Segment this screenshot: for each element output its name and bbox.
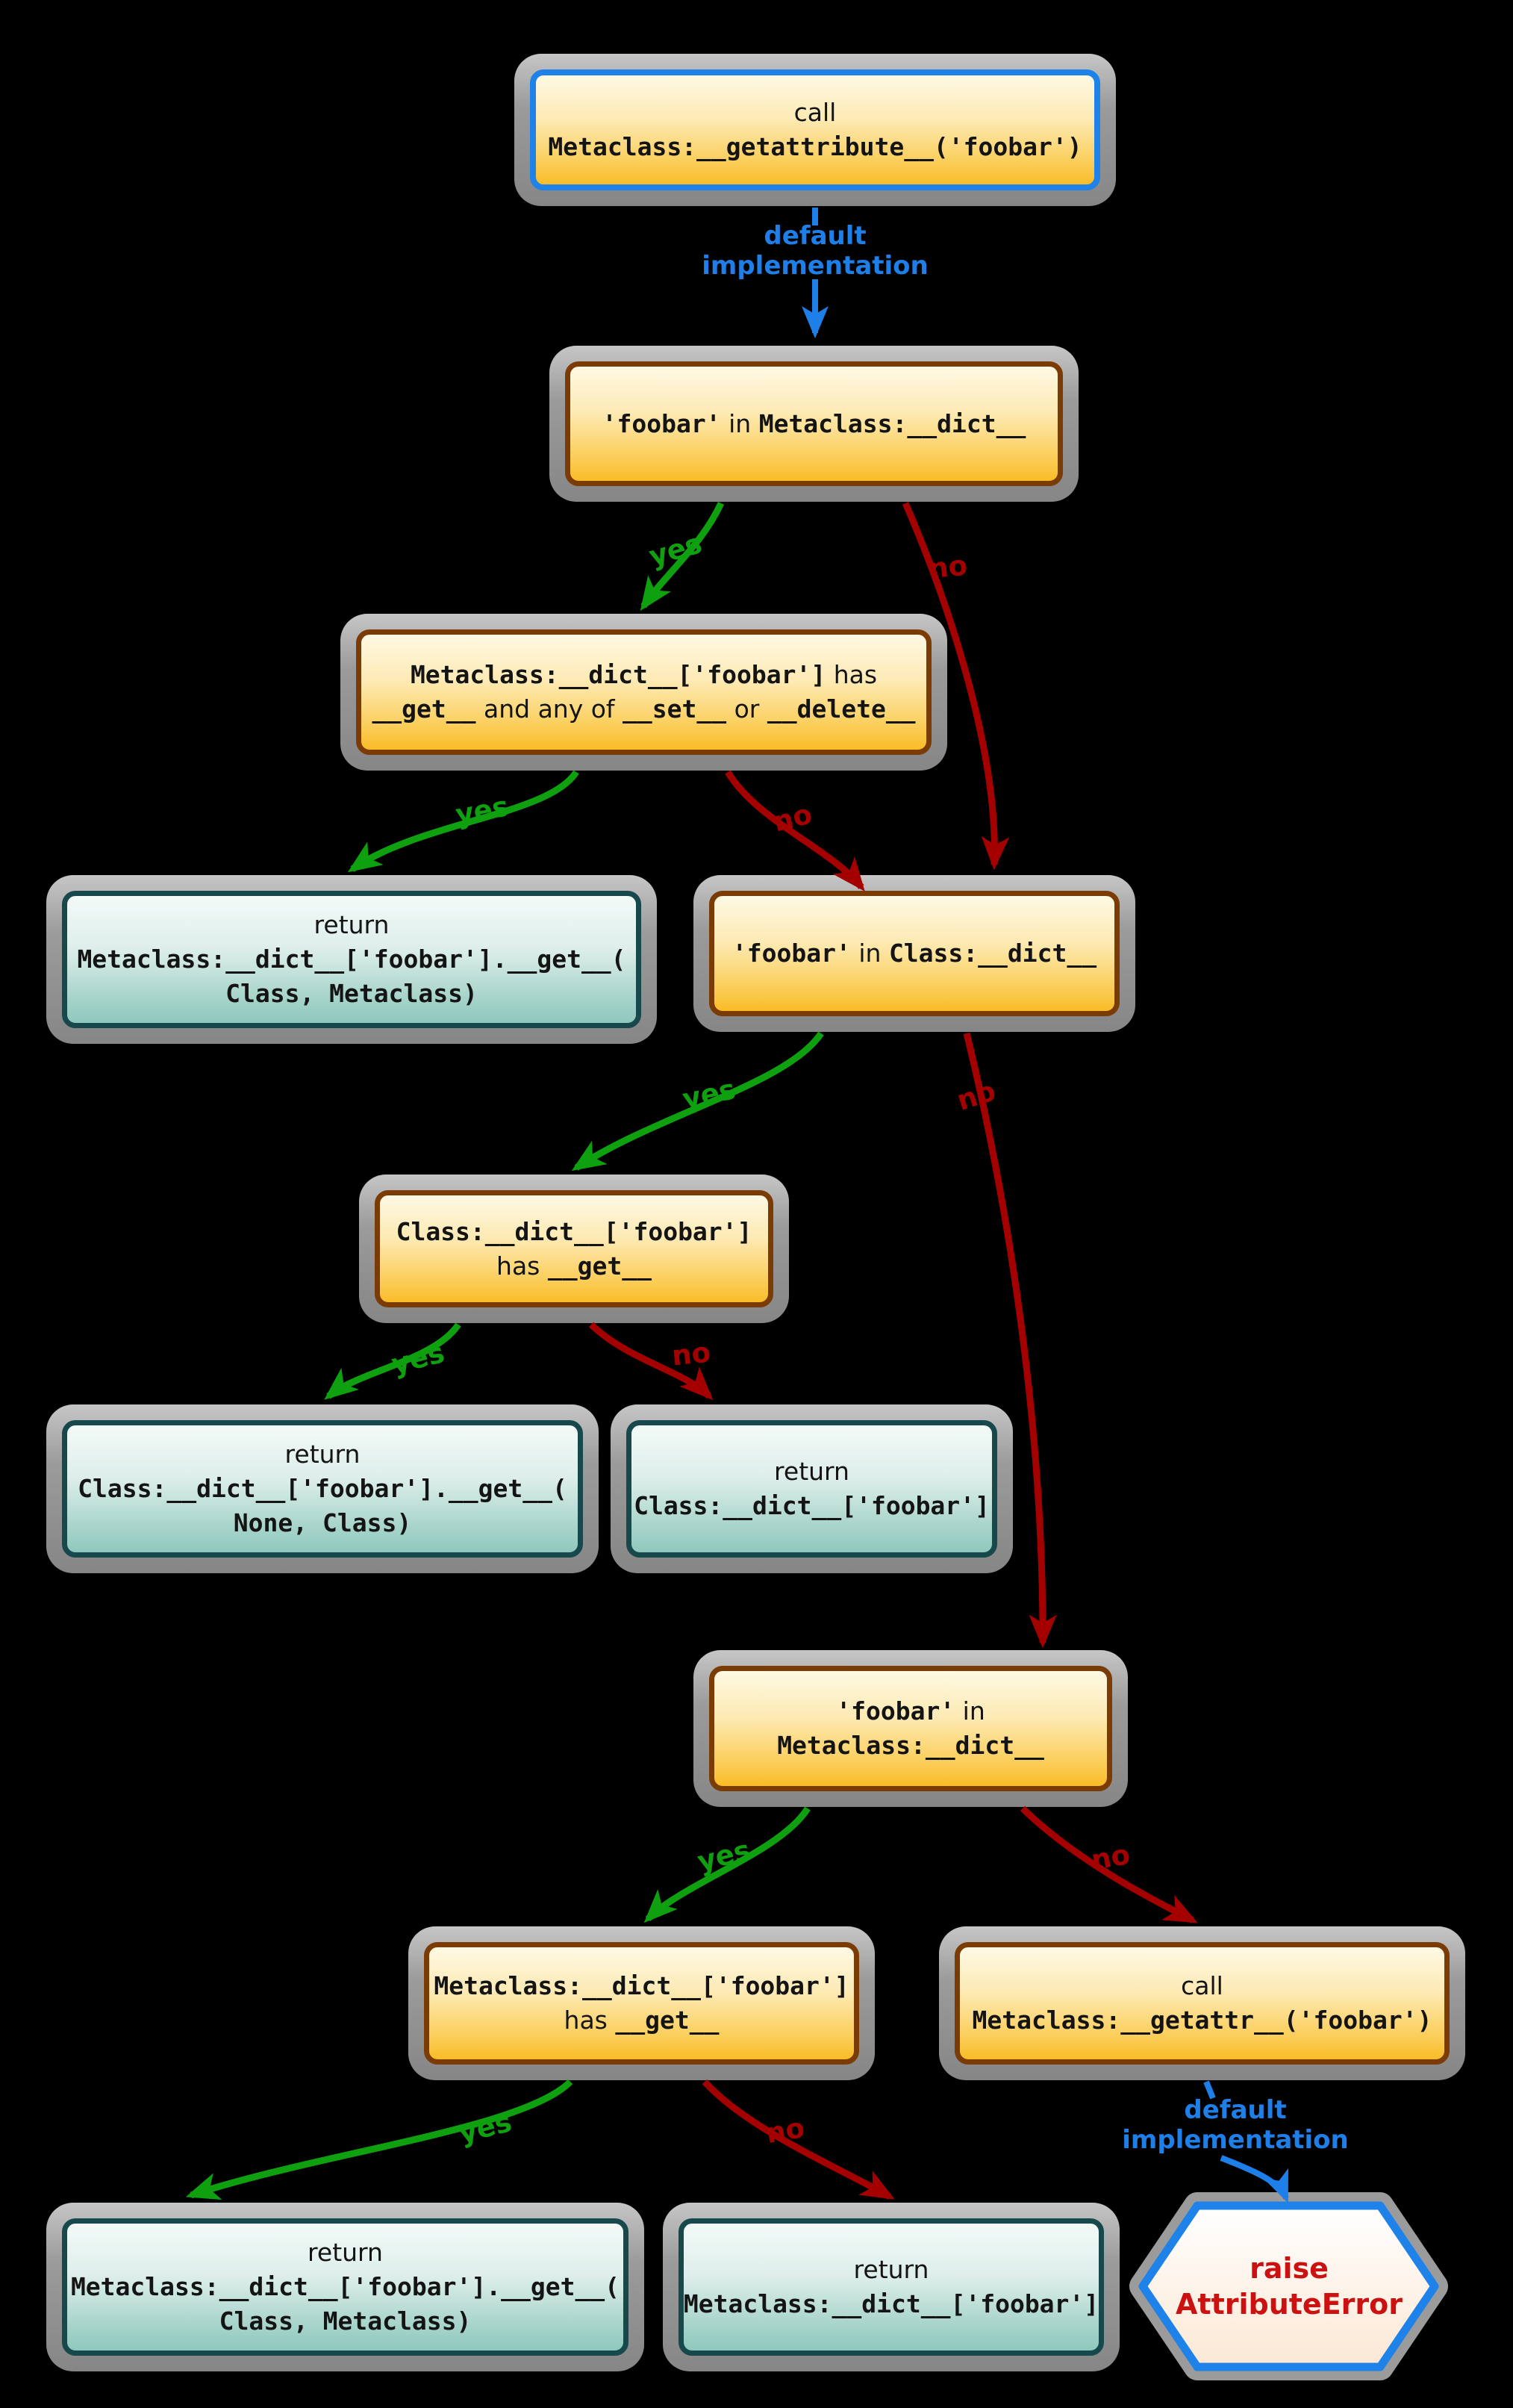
default-label-line2: implementation <box>702 251 929 281</box>
node-body: Metaclass:__dict__['foobar'] has __get__ <box>424 1942 859 2065</box>
code-text: Class:__dict__ <box>888 939 1097 968</box>
edge-label-yes: yes <box>694 1834 754 1878</box>
plain-text: return <box>313 910 390 939</box>
edge-yes-6 <box>185 2079 573 2200</box>
edge-label-no: no <box>670 1336 712 1372</box>
edge-label-no: no <box>763 2111 808 2150</box>
plain-text: or <box>726 694 767 724</box>
code-text: Class:__dict__['foobar'].__get__( <box>78 1474 567 1503</box>
plain-text: call <box>1181 1971 1223 2000</box>
node-return-metaclass-descriptor-get: return Metaclass:__dict__['foobar'].__ge… <box>46 2203 644 2371</box>
code-text: Metaclass:__dict__['foobar'] <box>410 660 826 689</box>
node-foobar-in-class-dict: 'foobar' in Class:__dict__ <box>693 875 1135 1032</box>
node-body: Metaclass:__dict__['foobar'] has __get__… <box>356 629 932 755</box>
code-text: __get__ <box>547 1251 652 1281</box>
edge-label-no: no <box>770 797 816 839</box>
code-text: Class:__dict__['foobar'] <box>396 1216 752 1246</box>
node-body: 'foobar' in Metaclass:__dict__ <box>565 361 1063 486</box>
code-text: __get__ <box>372 694 476 724</box>
plain-text: has <box>826 660 878 689</box>
edge-label-yes: yes <box>679 1073 739 1116</box>
node-body: return Metaclass:__dict__['foobar'] <box>678 2218 1104 2356</box>
code-text: Class:__dict__['foobar'] <box>634 1491 990 1520</box>
code-text: __set__ <box>623 694 727 724</box>
node-return-class-descriptor-get: return Class:__dict__['foobar'].__get__(… <box>46 1404 599 1573</box>
edge-label-default-implementation: default implementation <box>702 221 929 281</box>
node-call-getattribute: call Metaclass:__getattribute__('foobar'… <box>514 54 1116 206</box>
node-body: return Class:__dict__['foobar'] <box>626 1420 997 1558</box>
plain-text: return <box>284 1440 361 1469</box>
node-class-dict-has-get: Class:__dict__['foobar'] has __get__ <box>359 1175 789 1323</box>
plain-text: in <box>720 408 759 438</box>
edge-label-no: no <box>926 549 969 585</box>
code-text: Metaclass:__dict__ <box>777 1731 1044 1760</box>
raise-attribute-error-text: raise AttributeError <box>1176 2250 1403 2322</box>
code-text: Metaclass:__getattribute__('foobar') <box>548 132 1082 161</box>
plain-text: return <box>308 2238 383 2267</box>
edge-label-yes: yes <box>645 527 706 573</box>
node-body: call Metaclass:__getattribute__('foobar'… <box>530 69 1100 190</box>
code-text: Metaclass:__dict__['foobar'].__get__( <box>70 2272 620 2301</box>
plain-text: call <box>793 98 837 127</box>
edge-label-yes: yes <box>455 2106 515 2150</box>
node-call-getattr: call Metaclass:__getattr__('foobar') <box>939 1926 1465 2080</box>
node-metaclass-dict-has-get: Metaclass:__dict__['foobar'] has __get__ <box>408 1926 875 2080</box>
plain-text: and any of <box>475 694 623 724</box>
code-text: 'foobar' <box>602 408 721 438</box>
node-body: 'foobar' in Class:__dict__ <box>709 891 1120 1016</box>
plain-text: has <box>496 1251 548 1281</box>
node-return-class-dict-value: return Class:__dict__['foobar'] <box>611 1404 1013 1573</box>
node-foobar-in-metaclass-dict: 'foobar' in Metaclass:__dict__ <box>549 346 1079 502</box>
edge-label-no: no <box>1088 1838 1133 1877</box>
default-label-line1: default <box>1184 2095 1287 2125</box>
attribute-error-text: AttributeError <box>1176 2288 1403 2321</box>
plain-text: in <box>850 939 889 968</box>
default-label-line2: implementation <box>1122 2125 1349 2155</box>
code-text: Metaclass:__getattr__('foobar') <box>972 2006 1432 2035</box>
plain-text: has <box>564 2006 616 2035</box>
code-text: 'foobar' <box>836 1696 955 1726</box>
plain-text: in <box>955 1696 985 1726</box>
edge-label-no: no <box>952 1074 1000 1117</box>
code-text: __get__ <box>615 2006 720 2035</box>
code-text: __delete__ <box>767 694 916 724</box>
raise-text: raise <box>1250 2252 1329 2285</box>
edge-label-default-implementation: default implementation <box>1122 2095 1349 2155</box>
code-text: 'foobar' <box>731 939 851 968</box>
default-label-line1: default <box>764 221 867 251</box>
code-text: Metaclass:__dict__['foobar'] <box>683 2289 1099 2318</box>
code-text: Class, Metaclass) <box>219 2306 472 2336</box>
node-body: Class:__dict__['foobar'] has __get__ <box>375 1190 773 1307</box>
code-text: Metaclass:__dict__['foobar'].__get__( <box>77 945 626 974</box>
node-body: call Metaclass:__getattr__('foobar') <box>955 1942 1450 2065</box>
plain-text: return <box>853 2255 929 2284</box>
node-body: return Class:__dict__['foobar'].__get__(… <box>62 1420 583 1558</box>
edge-label-yes: yes <box>388 1337 448 1381</box>
node-foobar-in-metaclass-dict-again: 'foobar' in Metaclass:__dict__ <box>693 1650 1128 1807</box>
node-metaclass-dict-has-get-set-delete: Metaclass:__dict__['foobar'] has __get__… <box>340 614 947 771</box>
node-return-metaclass-dict-value: return Metaclass:__dict__['foobar'] <box>663 2203 1120 2371</box>
plain-text: return <box>774 1457 849 1486</box>
node-body: return Metaclass:__dict__['foobar'].__ge… <box>62 891 641 1028</box>
code-text: Metaclass:__dict__['foobar'] <box>434 1971 849 2000</box>
node-body: 'foobar' in Metaclass:__dict__ <box>709 1666 1112 1791</box>
code-text: None, Class) <box>233 1508 412 1537</box>
node-return-metaclass-data-descriptor: return Metaclass:__dict__['foobar'].__ge… <box>46 875 657 1044</box>
node-body: return Metaclass:__dict__['foobar'].__ge… <box>62 2218 628 2356</box>
edge-default-impl-2 <box>1220 2155 1289 2203</box>
code-text: Metaclass:__dict__ <box>758 408 1026 438</box>
code-text: Class, Metaclass) <box>225 979 478 1008</box>
edge-label-yes: yes <box>453 790 511 831</box>
